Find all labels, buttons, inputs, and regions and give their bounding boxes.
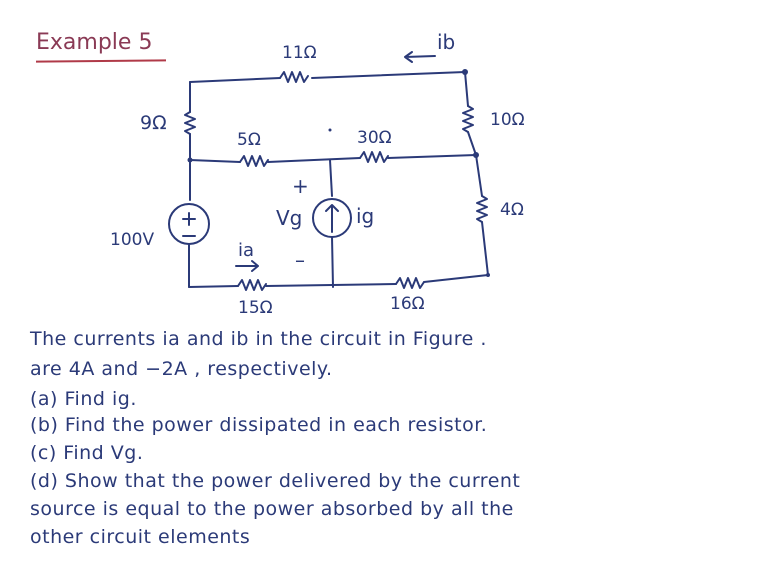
wire-mid-center bbox=[267, 157, 361, 163]
problem-line-6: (d) Show that the power delivered by the… bbox=[30, 470, 521, 492]
label-r9: 9Ω bbox=[140, 112, 167, 134]
problem-line-1: The currents ia and ib in the circuit in… bbox=[30, 328, 487, 350]
problem-line-5: (c) Find Vg. bbox=[30, 442, 144, 464]
wire-bottom-right bbox=[423, 274, 489, 283]
label-r30: 30Ω bbox=[357, 128, 392, 148]
resistor-4 bbox=[476, 195, 488, 223]
node-mid-right bbox=[473, 152, 479, 158]
wire-bottom-left bbox=[188, 285, 239, 288]
wire-right-top bbox=[464, 71, 469, 107]
resistor-9 bbox=[184, 111, 196, 135]
node-center bbox=[328, 128, 332, 132]
resistor-30 bbox=[359, 151, 389, 163]
resistor-16 bbox=[395, 277, 425, 289]
label-100v: 100V bbox=[110, 230, 155, 250]
label-r10: 10Ω bbox=[490, 110, 525, 130]
wire-cs-top bbox=[329, 159, 333, 197]
label-r5: 5Ω bbox=[237, 130, 261, 150]
label-plus: + bbox=[292, 174, 309, 198]
circuit-diagram bbox=[168, 51, 490, 291]
arrow-ib bbox=[404, 51, 436, 63]
node-top-right bbox=[462, 69, 468, 75]
wire-mid-right bbox=[387, 154, 477, 159]
wire-bottom-mid bbox=[265, 283, 397, 287]
wire-top-right bbox=[311, 71, 466, 79]
problem-line-8: other circuit elements bbox=[30, 526, 251, 548]
label-r11: 11Ω bbox=[282, 43, 317, 63]
wire-right-mid bbox=[467, 131, 477, 156]
node-mid-left bbox=[187, 157, 193, 163]
label-ig: ig bbox=[356, 204, 375, 228]
problem-line-2: are 4A and −2A , respectively. bbox=[30, 358, 333, 380]
label-ib: ib bbox=[437, 30, 456, 54]
vs-plus bbox=[182, 212, 196, 226]
wire-cs-bottom bbox=[331, 236, 334, 288]
label-r16: 16Ω bbox=[390, 294, 425, 314]
wire-mid-left bbox=[189, 159, 241, 163]
wire-right-bottom bbox=[481, 221, 489, 276]
resistor-5 bbox=[239, 155, 269, 167]
label-r4: 4Ω bbox=[500, 200, 524, 220]
label-vg: Vg bbox=[276, 206, 303, 230]
node-bottom-right bbox=[486, 273, 490, 277]
problem-line-4: (b) Find the power dissipated in each re… bbox=[30, 414, 488, 436]
wire-right-lower bbox=[475, 154, 483, 197]
wire-top bbox=[189, 77, 281, 83]
resistor-11 bbox=[279, 71, 309, 83]
arrow-ia bbox=[235, 260, 259, 272]
example-title: Example 5 bbox=[36, 30, 153, 55]
arrow-ig bbox=[325, 204, 339, 233]
label-ia: ia bbox=[238, 240, 255, 261]
resistor-10 bbox=[462, 105, 474, 133]
label-r15: 15Ω bbox=[238, 298, 273, 318]
problem-line-7: source is equal to the power absorbed by… bbox=[30, 498, 514, 520]
problem-line-3: (a) Find ig. bbox=[30, 388, 137, 410]
resistor-15 bbox=[237, 279, 267, 291]
label-minus: – bbox=[295, 248, 305, 272]
